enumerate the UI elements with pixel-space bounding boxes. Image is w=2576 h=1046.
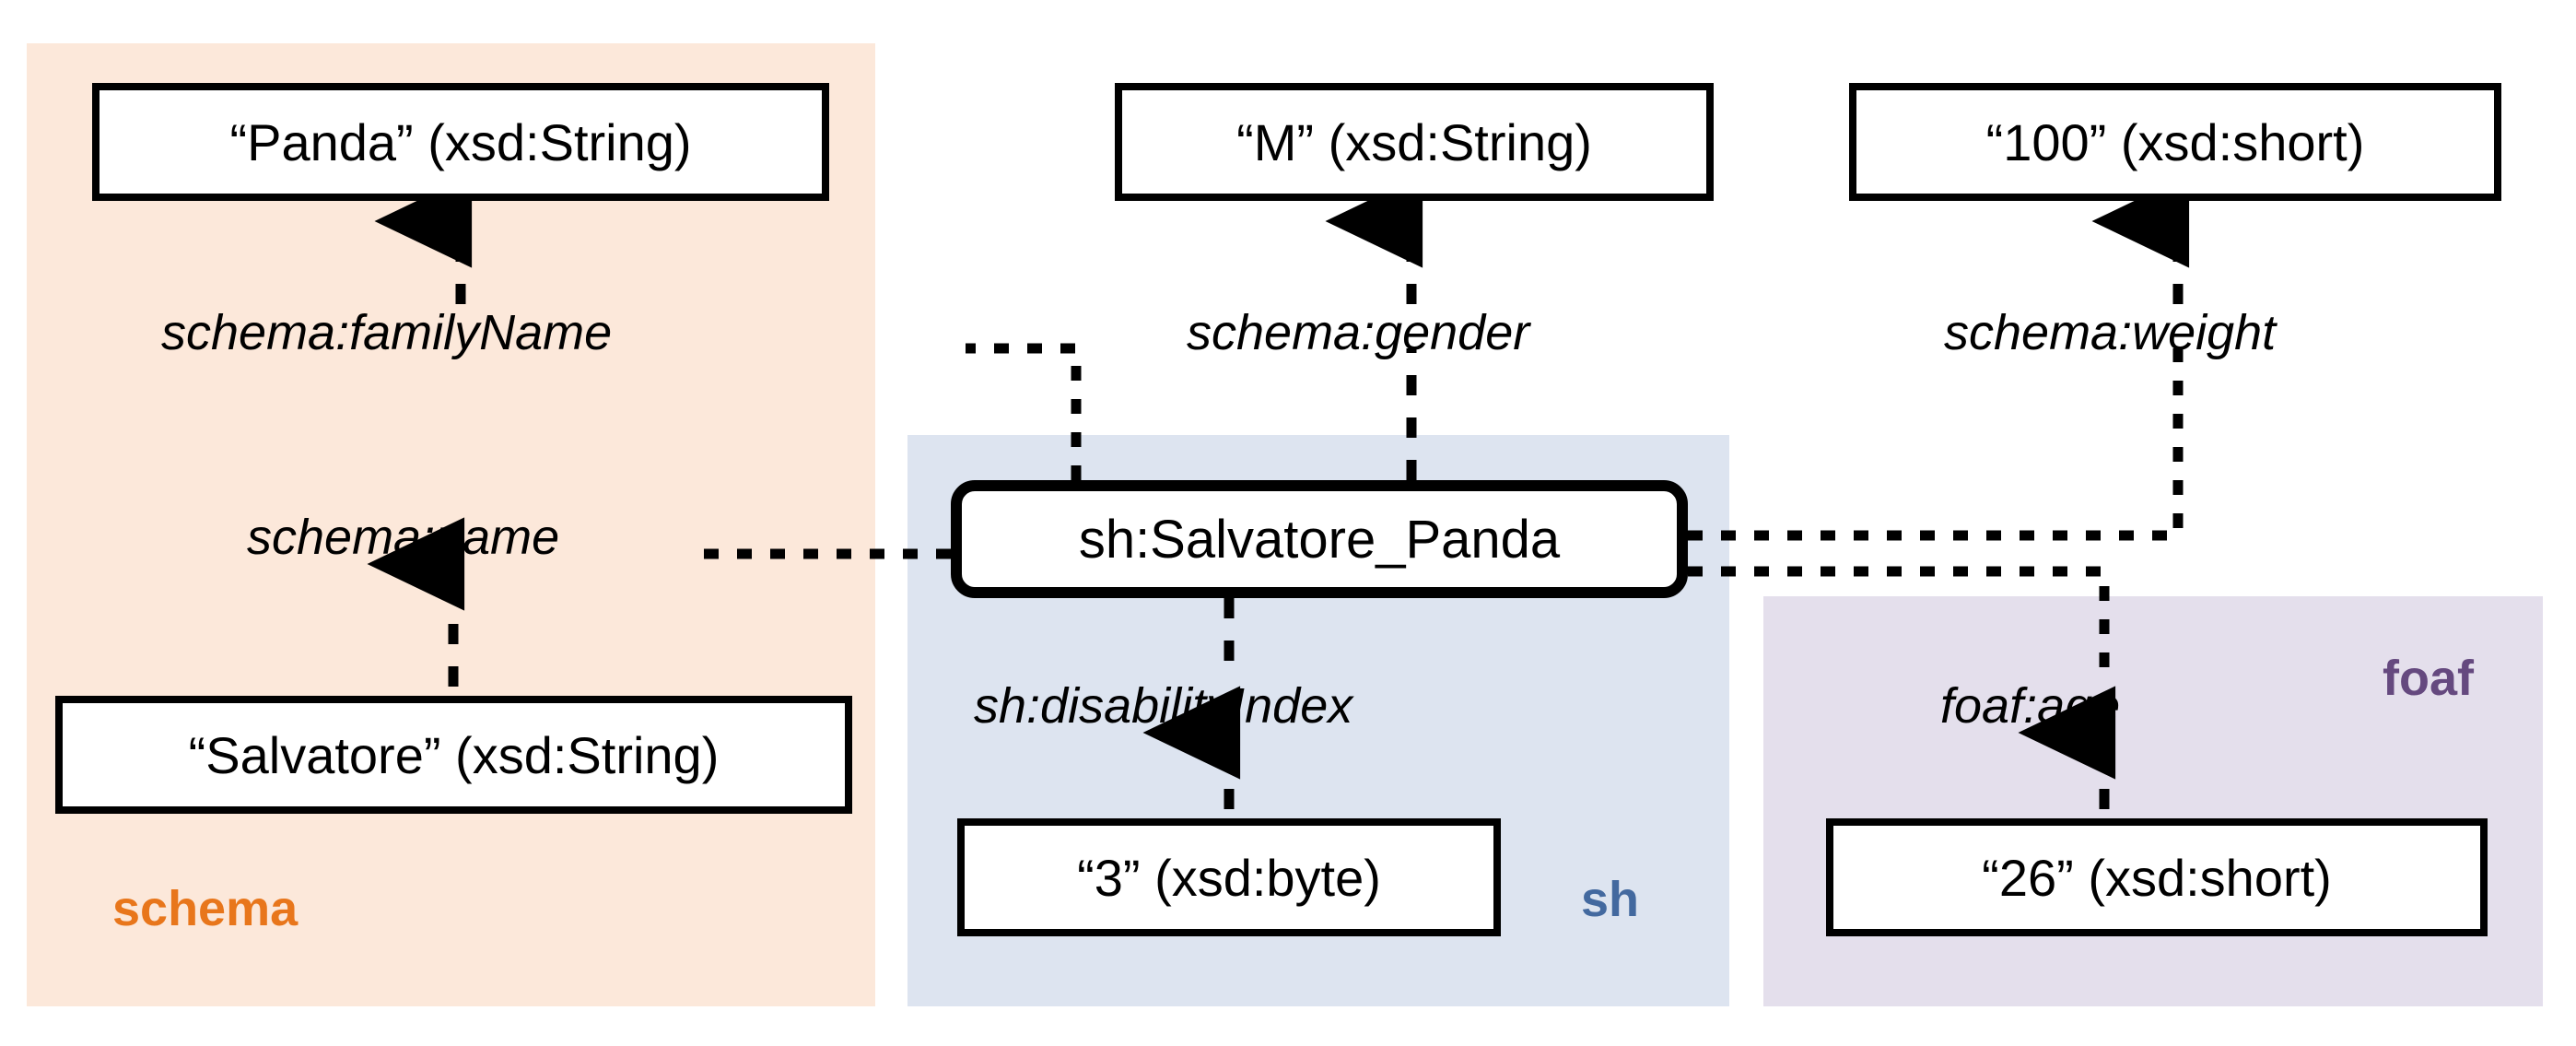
predicate-text: foaf:age bbox=[1940, 678, 2121, 734]
literal-node-gender-value[interactable]: “M” (xsd:String) bbox=[1115, 83, 1714, 201]
edge-weight bbox=[1688, 174, 2190, 541]
predicate-text: schema:gender bbox=[1187, 305, 1530, 360]
predicate-label-gender: schema:gender bbox=[1187, 304, 1529, 361]
literal-node-salvatore[interactable]: “Salvatore” (xsd:String) bbox=[55, 696, 852, 814]
literal-text: “Salvatore” (xsd:String) bbox=[188, 725, 720, 784]
region-label-text: schema bbox=[112, 881, 299, 936]
literal-text: “Panda” (xsd:String) bbox=[229, 112, 692, 171]
predicate-text: schema:familyName bbox=[161, 305, 613, 360]
literal-node-disability-value[interactable]: “3” (xsd:byte) bbox=[957, 818, 1501, 936]
resource-node-label: sh:Salvatore_Panda bbox=[1078, 509, 1561, 570]
predicate-label-age: foaf:age bbox=[1940, 677, 2120, 735]
literal-text: “M” (xsd:String) bbox=[1236, 112, 1592, 171]
predicate-text: schema:weight bbox=[1944, 305, 2277, 360]
predicate-text: sh:disabilityIndex bbox=[974, 678, 1353, 734]
predicate-label-name: schema:name bbox=[247, 509, 559, 566]
literal-node-panda[interactable]: “Panda” (xsd:String) bbox=[92, 83, 829, 201]
region-label-sh: sh bbox=[1581, 871, 1639, 928]
predicate-label-familyName: schema:familyName bbox=[161, 304, 612, 361]
predicate-label-weight: schema:weight bbox=[1944, 304, 2276, 361]
region-label-text: sh bbox=[1581, 872, 1640, 927]
predicate-label-disabilityIndex: sh:disabilityIndex bbox=[974, 677, 1352, 735]
literal-text: “100” (xsd:short) bbox=[1985, 112, 2365, 171]
literal-text: “26” (xsd:short) bbox=[1982, 848, 2332, 907]
resource-node-salvatore-panda[interactable]: sh:Salvatore_Panda bbox=[951, 480, 1688, 598]
region-label-schema: schema bbox=[112, 880, 298, 937]
region-label-text: foaf bbox=[2383, 651, 2474, 706]
region-label-foaf: foaf bbox=[2383, 650, 2474, 707]
literal-node-age-value[interactable]: “26” (xsd:short) bbox=[1826, 818, 2488, 936]
literal-text: “3” (xsd:byte) bbox=[1077, 848, 1381, 907]
predicate-text: schema:name bbox=[247, 510, 560, 565]
literal-node-weight-value[interactable]: “100” (xsd:short) bbox=[1849, 83, 2501, 201]
